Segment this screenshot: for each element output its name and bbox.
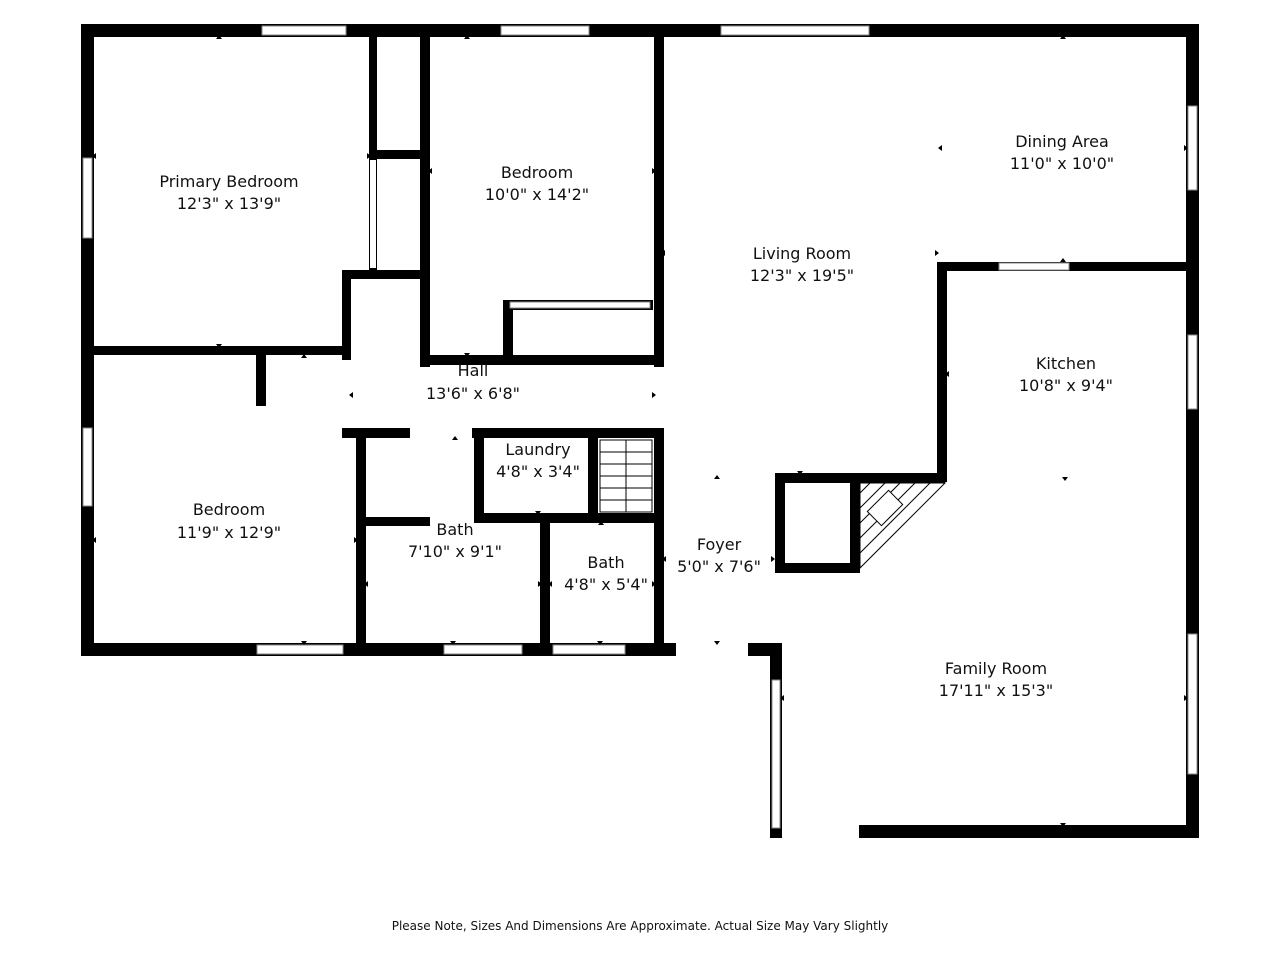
wall-fireplace-bottom	[775, 563, 860, 573]
wall-bedroom-2-bottom	[420, 355, 664, 365]
closet-opening	[370, 160, 376, 268]
window	[82, 427, 93, 507]
wall-fireplace-left	[775, 473, 785, 573]
window	[1187, 105, 1198, 191]
room-dims-hall: 13'6" x 6'8"	[426, 384, 520, 403]
window	[500, 25, 590, 36]
exterior-wall-left	[81, 24, 94, 656]
room-dims-bath-2: 4'8" x 5'4"	[564, 575, 648, 594]
wall-hall-bottom	[342, 428, 664, 438]
entry-door-opening	[676, 642, 748, 657]
window	[1187, 633, 1198, 775]
wall-hall-top	[342, 270, 428, 279]
room-name-family-room: Family Room	[945, 659, 1047, 678]
window	[552, 644, 626, 655]
dimension-markers	[92, 35, 1188, 827]
closet-wall-bedroom-3	[256, 346, 266, 406]
wall-bath-divider	[540, 517, 550, 656]
room-name-foyer: Foyer	[697, 535, 742, 554]
room-labels: Primary Bedroom 12'3" x 13'9" Bedroom 10…	[159, 132, 1114, 700]
wall-hall-left-upper	[342, 270, 351, 360]
hall-opening	[343, 360, 351, 426]
wall-kitchen-left	[937, 262, 947, 482]
fireplace	[859, 482, 947, 570]
wall-laundry-left	[474, 428, 484, 522]
bath-vanity-wall	[366, 517, 430, 526]
room-dims-family-room: 17'11" x 15'3"	[939, 681, 1053, 700]
disclaimer-note: Please Note, Sizes And Dimensions Are Ap…	[391, 919, 889, 933]
window	[261, 25, 347, 36]
room-name-kitchen: Kitchen	[1036, 354, 1096, 373]
room-name-bedroom-3: Bedroom	[193, 500, 265, 519]
window	[256, 644, 344, 655]
room-name-bedroom-2: Bedroom	[501, 163, 573, 182]
closet-shelf-wall	[369, 150, 429, 159]
room-name-hall: Hall	[458, 361, 489, 380]
windows	[82, 25, 1198, 829]
window	[443, 644, 523, 655]
wall-bedroom-2-left	[420, 37, 430, 367]
room-dims-dining-area: 11'0" x 10'0"	[1010, 154, 1114, 173]
family-room-wall-bottom	[859, 825, 1199, 838]
exterior-wall-bottom	[81, 643, 776, 656]
room-dims-bath-1: 7'10" x 9'1"	[408, 542, 502, 561]
room-dims-bedroom-2: 10'0" x 14'2"	[485, 185, 589, 204]
window	[82, 157, 93, 239]
room-name-dining-area: Dining Area	[1015, 132, 1109, 151]
room-name-living-room: Living Room	[753, 244, 851, 263]
wall-primary-bedroom-bottom	[81, 346, 351, 355]
room-dims-primary-bedroom: 12'3" x 13'9"	[177, 194, 281, 213]
room-dims-laundry: 4'8" x 3'4"	[496, 462, 580, 481]
room-name-bath-1: Bath	[436, 520, 473, 539]
door-openings	[343, 160, 748, 657]
closet-wall-bedroom-2	[503, 300, 513, 360]
wall-bedroom-2-right	[654, 37, 664, 367]
room-dims-living-room: 12'3" x 19'5"	[750, 266, 854, 285]
wall-foyer-left	[654, 428, 664, 656]
exterior-wall-top	[81, 24, 1199, 37]
bath-door-opening	[410, 427, 472, 439]
stairs	[599, 439, 653, 513]
window	[509, 301, 651, 309]
room-name-bath-2: Bath	[587, 553, 624, 572]
wall-fireplace-right	[850, 473, 860, 573]
wall-laundry-bottom	[474, 513, 664, 523]
window	[771, 679, 781, 829]
window	[720, 25, 870, 36]
room-name-primary-bedroom: Primary Bedroom	[159, 172, 298, 191]
window	[1187, 334, 1198, 410]
room-dims-bedroom-3: 11'9" x 12'9"	[177, 523, 281, 542]
room-name-laundry: Laundry	[505, 440, 570, 459]
wall-bedroom-3-right	[356, 428, 366, 656]
room-dims-foyer: 5'0" x 7'6"	[677, 557, 761, 576]
hall-opening-right	[655, 368, 663, 426]
window	[998, 262, 1070, 271]
room-dims-kitchen: 10'8" x 9'4"	[1019, 376, 1113, 395]
wall-laundry-right	[588, 428, 598, 522]
